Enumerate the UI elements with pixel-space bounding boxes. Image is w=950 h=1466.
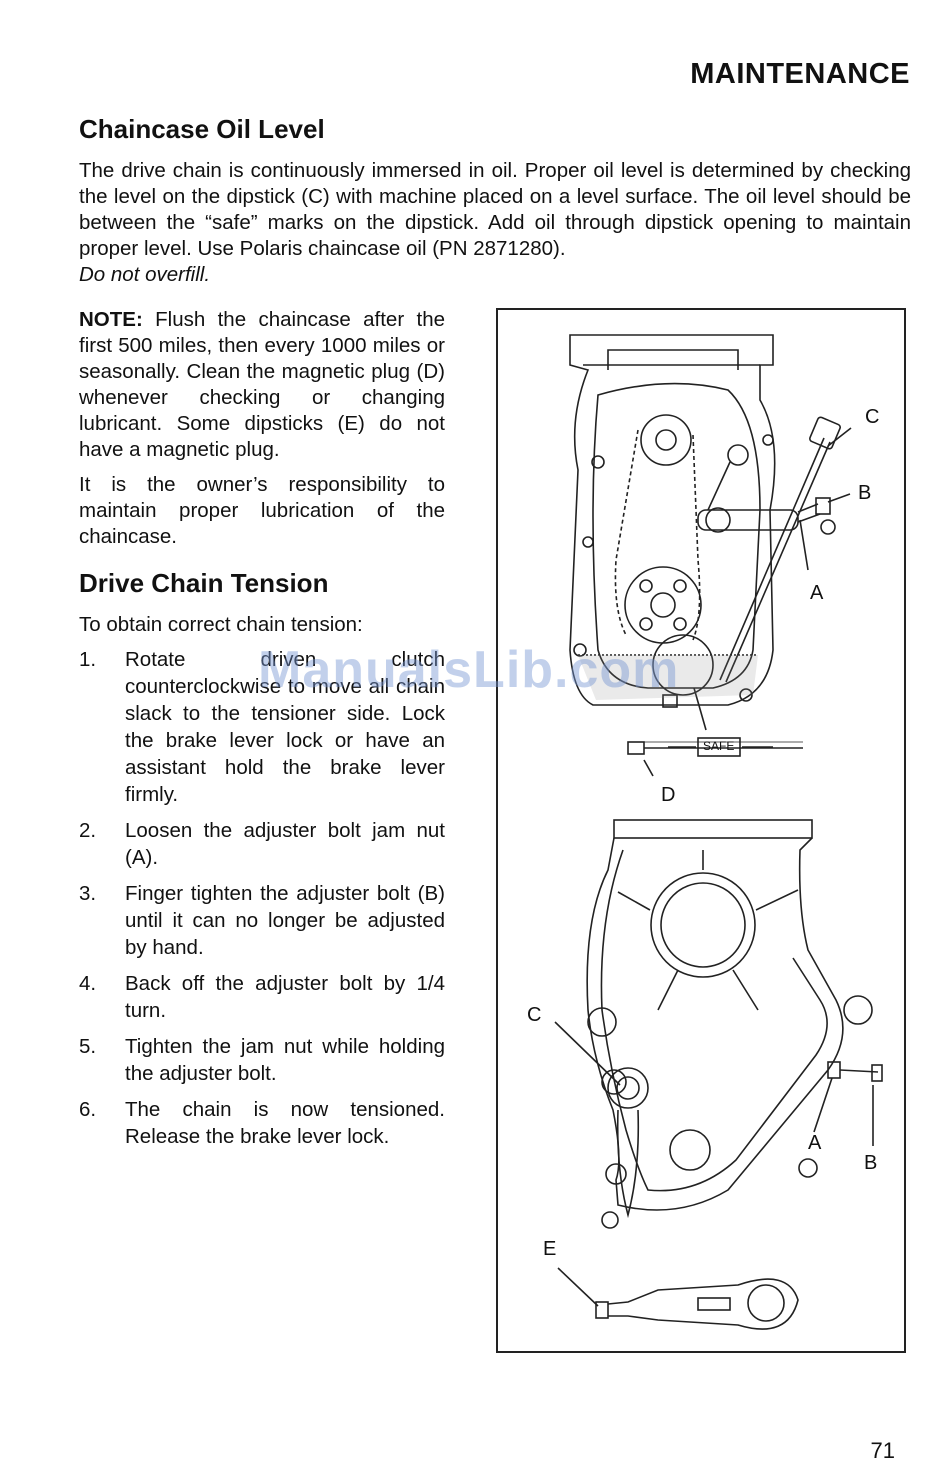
list-item: 6. The chain is now tensioned. Release th… [79, 1096, 445, 1150]
label-c-top: C [865, 406, 880, 428]
oil-level-body: The drive chain is continuously immersed… [79, 159, 911, 260]
label-b-top: B [858, 482, 872, 504]
step-number: 5. [79, 1035, 97, 1058]
label-b-bottom: B [864, 1152, 878, 1174]
safe-mark-label: SAFE [703, 739, 735, 753]
chaincase-oil-level-heading: Chaincase Oil Level [79, 114, 325, 144]
label-e: E [543, 1238, 557, 1260]
label-c-bottom: C [527, 1004, 542, 1026]
list-item: 1. Rotate driven clutch counterclockwise … [79, 646, 445, 808]
list-item: 4. Back off the adjuster bolt by 1/4 turn… [79, 970, 445, 1024]
page-number: 71 [870, 1438, 895, 1463]
list-item: 2. Loosen the adjuster bolt jam nut (A). [79, 817, 445, 871]
step-number: 6. [79, 1098, 97, 1121]
note-text: Flush the chaincase after the first 500 … [79, 308, 445, 461]
label-a-bottom: A [808, 1132, 822, 1154]
step-text: Finger tighten the adjuster bolt (B) unt… [125, 882, 445, 959]
tension-intro: To obtain correct chain tension: [79, 613, 363, 636]
list-item: 3. Finger tighten the adjuster bolt (B) u… [79, 880, 445, 961]
step-text: Back off the adjuster bolt by 1/4 turn. [125, 972, 445, 1022]
label-d: D [661, 784, 676, 806]
list-item: 5. Tighten the jam nut while holding the … [79, 1033, 445, 1087]
step-number: 2. [79, 819, 97, 842]
tension-steps-list: 1. Rotate driven clutch counterclockwise … [79, 646, 445, 1159]
overfill-warning: Do not overfill. [79, 263, 211, 286]
step-number: 1. [79, 648, 97, 671]
watermark: ManualsLib.com [258, 641, 680, 699]
responsibility-paragraph: It is the owner’s responsibility to main… [79, 473, 445, 548]
note-paragraph: NOTE: Flush the chaincase after the firs… [79, 307, 445, 463]
step-text: Tighten the jam nut while holding the ad… [125, 1035, 445, 1085]
step-number: 4. [79, 972, 97, 995]
label-a-top: A [810, 582, 824, 604]
step-text: The chain is now tensioned. Release the … [125, 1098, 445, 1148]
note-label: NOTE: [79, 308, 143, 331]
step-text: Rotate driven clutch counterclockwise to… [125, 648, 445, 806]
section-header: MAINTENANCE [690, 58, 910, 90]
oil-level-paragraph: The drive chain is continuously immersed… [79, 158, 911, 288]
chaincase-diagram-drawing [554, 334, 883, 1330]
step-text: Loosen the adjuster bolt jam nut (A). [125, 819, 445, 869]
drive-chain-tension-heading: Drive Chain Tension [79, 568, 329, 598]
step-number: 3. [79, 882, 97, 905]
chaincase-illustration: C B A D SAFE C A B E [496, 308, 906, 1353]
